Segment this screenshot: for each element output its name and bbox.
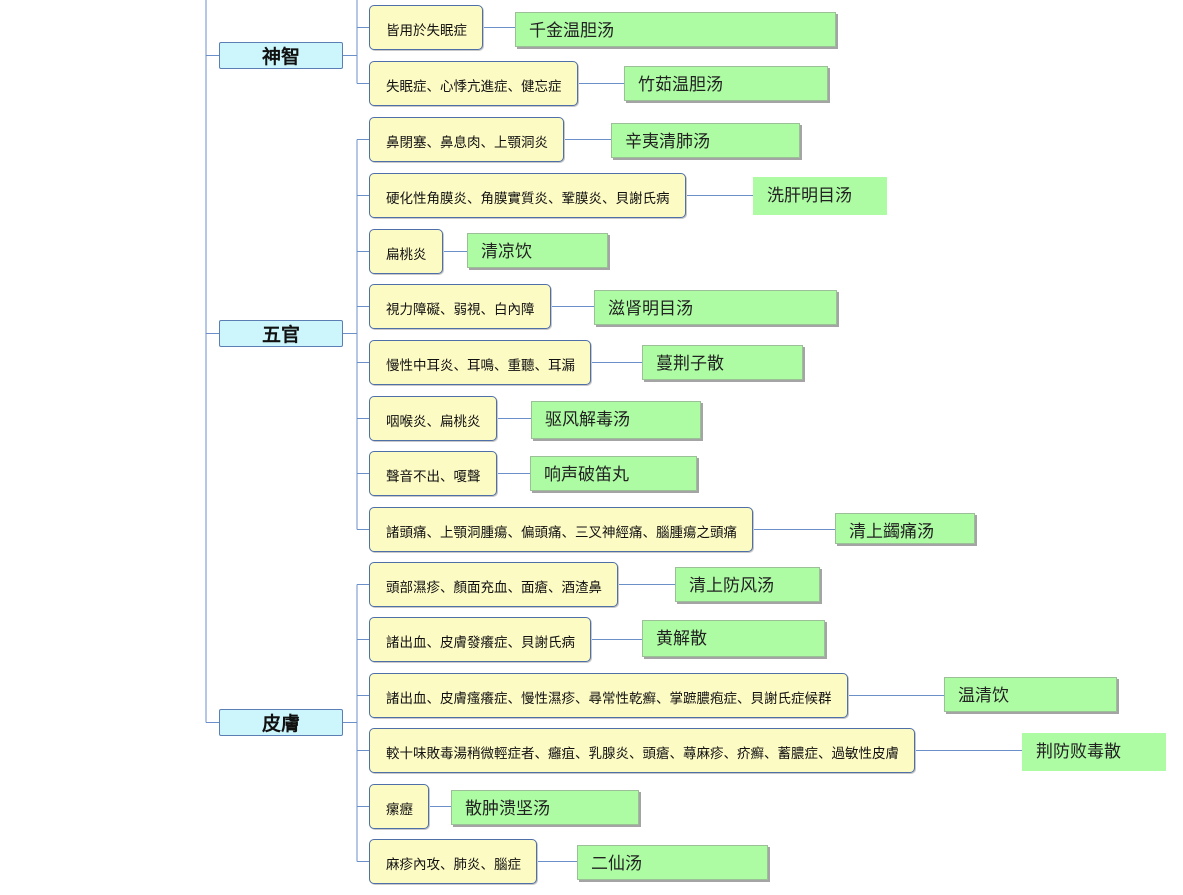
- formula-node[interactable]: 荆防败毒散: [1022, 733, 1166, 771]
- symptom-node[interactable]: 咽喉炎、扁桃炎: [369, 396, 497, 441]
- category-node-pifu[interactable]: 皮膚: [219, 709, 343, 736]
- formula-node[interactable]: 响声破笛丸: [530, 456, 697, 491]
- category-node-shenzhi[interactable]: 神智: [219, 42, 343, 69]
- symptom-node[interactable]: 聲音不出、嗄聲: [369, 451, 497, 496]
- formula-node[interactable]: 滋肾明目汤: [594, 290, 837, 325]
- symptom-node[interactable]: 諸頭痛、上顎洞腫瘍、偏頭痛、三叉神經痛、腦腫瘍之頭痛: [369, 507, 753, 552]
- formula-node[interactable]: 竹茹温胆汤: [624, 66, 828, 101]
- symptom-node[interactable]: 視力障礙、弱視、白內障: [369, 284, 551, 329]
- symptom-node[interactable]: 慢性中耳炎、耳鳴、重聽、耳漏: [369, 340, 591, 385]
- category-node-wuguan[interactable]: 五官: [219, 320, 343, 347]
- symptom-node[interactable]: 皆用於失眠症: [369, 5, 483, 50]
- symptom-node[interactable]: 硬化性角膜炎、角膜實質炎、鞏膜炎、貝謝氏病: [369, 173, 686, 218]
- symptom-node[interactable]: 頭部濕疹、顏面充血、面瘡、酒渣鼻: [369, 562, 618, 607]
- symptom-node[interactable]: 瘰癧: [369, 784, 429, 829]
- symptom-node[interactable]: 失眠症、心悸亢進症、健忘症: [369, 61, 578, 106]
- formula-node[interactable]: 清凉饮: [467, 233, 608, 268]
- formula-node[interactable]: 黄解散: [642, 620, 825, 657]
- formula-node[interactable]: 清上蠲痛汤: [835, 513, 975, 544]
- formula-node[interactable]: 千金温胆汤: [515, 12, 836, 47]
- formula-node[interactable]: 二仙汤: [577, 845, 768, 880]
- symptom-node[interactable]: 諸出血、皮膚瘙癢症、慢性濕疹、尋常性乾癬、掌蹠膿疱症、貝謝氏症候群: [369, 673, 848, 718]
- formula-node[interactable]: 辛夷清肺汤: [611, 123, 800, 158]
- symptom-node[interactable]: 扁桃炎: [369, 229, 443, 274]
- symptom-node[interactable]: 較十味敗毒湯稍微輕症者、癰疽、乳腺炎、頭瘡、蕁麻疹、疥癬、蓄膿症、過敏性皮膚: [369, 728, 915, 773]
- symptom-node[interactable]: 麻疹內攻、肺炎、腦症: [369, 839, 537, 884]
- formula-node[interactable]: 洗肝明目汤: [753, 177, 887, 215]
- formula-node[interactable]: 散肿溃坚汤: [451, 790, 639, 825]
- formula-node[interactable]: 蔓荆子散: [642, 345, 803, 380]
- formula-node[interactable]: 驱风解毒汤: [531, 401, 701, 439]
- symptom-node[interactable]: 諸出血、皮膚發癢症、貝謝氏病: [369, 617, 591, 662]
- formula-node[interactable]: 清上防风汤: [675, 567, 820, 602]
- formula-node[interactable]: 温清饮: [944, 677, 1117, 712]
- symptom-node[interactable]: 鼻閉塞、鼻息肉、上顎洞炎: [369, 117, 564, 162]
